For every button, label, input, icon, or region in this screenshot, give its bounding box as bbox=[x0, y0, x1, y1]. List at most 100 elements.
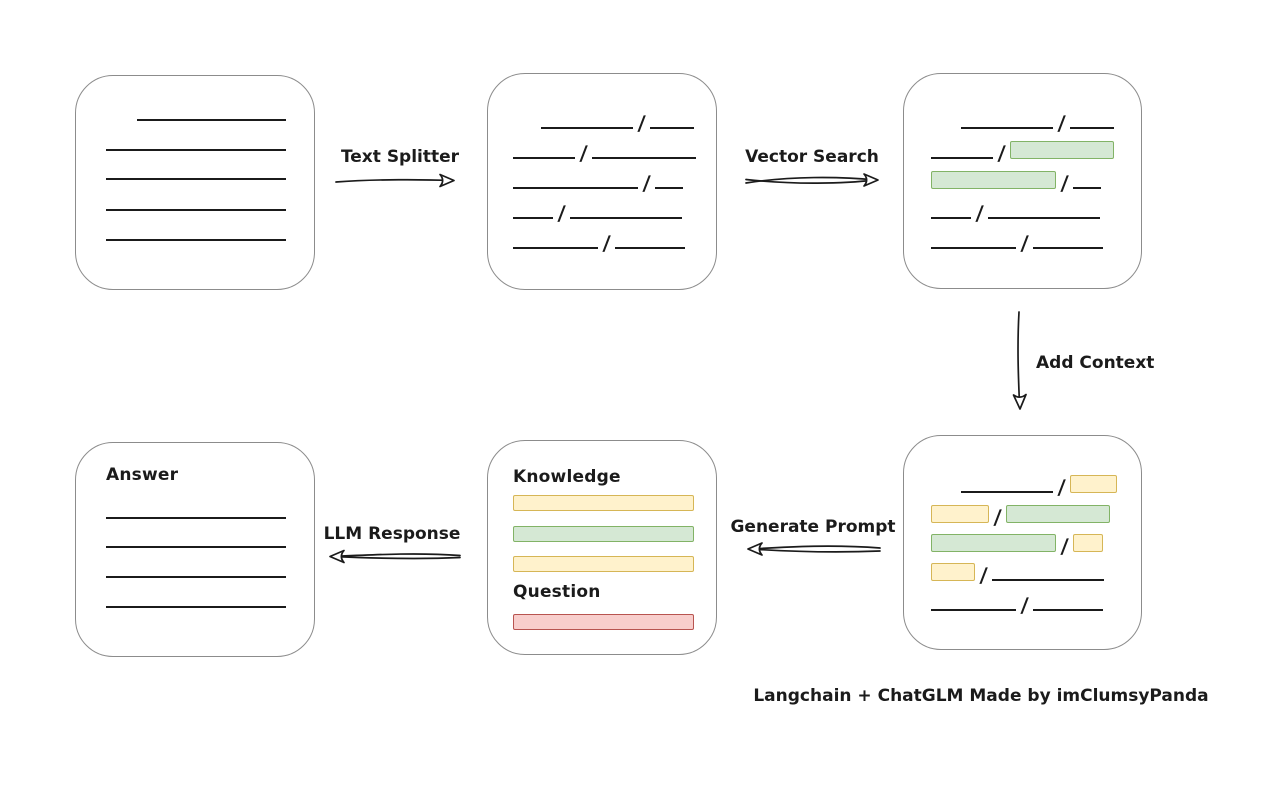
text-chunks-box: ///// bbox=[487, 73, 717, 290]
text-line bbox=[1073, 187, 1102, 189]
text-row: / bbox=[513, 103, 695, 135]
text-row: / bbox=[513, 133, 697, 165]
text-row: Question bbox=[513, 576, 601, 602]
green-highlight-chip bbox=[513, 526, 694, 542]
text-line bbox=[931, 609, 1016, 611]
slash-separator: / bbox=[1060, 171, 1070, 195]
text-row: / bbox=[931, 467, 1118, 499]
text-line bbox=[541, 127, 633, 129]
yellow-highlight-chip bbox=[513, 556, 694, 572]
caption-text: Langchain + ChatGLM Made by imClumsyPand… bbox=[753, 686, 1209, 706]
vector-search-arrow bbox=[745, 173, 879, 187]
llm-response-label: LLM Response bbox=[323, 524, 461, 544]
text-line bbox=[650, 127, 695, 129]
text-line bbox=[992, 579, 1105, 581]
text-line bbox=[592, 157, 697, 159]
text-row bbox=[106, 582, 286, 608]
text-row bbox=[106, 493, 286, 519]
slash-separator: / bbox=[979, 563, 989, 587]
yellow-highlight-chip bbox=[1070, 475, 1118, 493]
add-context-arrow bbox=[1012, 311, 1027, 410]
text-row: / bbox=[931, 163, 1102, 195]
text-row bbox=[106, 215, 286, 241]
red-highlight-chip bbox=[513, 614, 694, 630]
box-title: Question bbox=[513, 581, 601, 602]
text-row bbox=[513, 546, 694, 572]
text-line bbox=[513, 217, 553, 219]
text-row: / bbox=[931, 193, 1101, 225]
text-row: Answer bbox=[106, 459, 178, 485]
text-splitter-arrow bbox=[335, 173, 455, 188]
text-line bbox=[931, 247, 1016, 249]
text-row: / bbox=[513, 163, 684, 195]
text-row bbox=[513, 485, 694, 511]
text-row bbox=[106, 185, 286, 211]
text-line bbox=[1033, 247, 1104, 249]
green-highlight-chip bbox=[931, 534, 1056, 552]
text-row bbox=[106, 95, 286, 121]
text-row bbox=[106, 154, 286, 180]
text-line bbox=[615, 247, 686, 249]
text-line bbox=[570, 217, 683, 219]
answer-box: Answer bbox=[75, 442, 315, 657]
box-title: Answer bbox=[106, 464, 179, 485]
context-box: / / / / / bbox=[903, 435, 1142, 650]
text-line bbox=[106, 178, 286, 180]
text-line bbox=[106, 606, 286, 608]
generate-prompt-arrow bbox=[747, 542, 881, 556]
document-box bbox=[75, 75, 315, 290]
slash-separator: / bbox=[602, 231, 612, 255]
text-row bbox=[106, 522, 286, 548]
box-title: Knowledge bbox=[513, 466, 621, 487]
text-line bbox=[513, 187, 638, 189]
yellow-highlight-chip bbox=[931, 505, 989, 523]
generate-prompt-label: Generate Prompt bbox=[730, 517, 896, 537]
slash-separator: / bbox=[997, 141, 1007, 165]
text-row: / bbox=[931, 526, 1104, 558]
text-line bbox=[106, 546, 286, 548]
text-row: / bbox=[931, 133, 1115, 165]
text-splitter-label: Text Splitter bbox=[340, 147, 460, 167]
text-line bbox=[1033, 609, 1104, 611]
slash-separator: / bbox=[1020, 593, 1030, 617]
text-line bbox=[961, 127, 1053, 129]
add-context-label: Add Context bbox=[1036, 353, 1155, 373]
yellow-highlight-chip bbox=[931, 563, 975, 581]
text-line bbox=[931, 217, 971, 219]
text-line bbox=[106, 576, 286, 578]
slash-separator: / bbox=[1057, 111, 1067, 135]
text-line bbox=[1070, 127, 1115, 129]
text-line bbox=[106, 517, 286, 519]
text-row: / bbox=[931, 555, 1105, 587]
vector-matches-box: / / / / / bbox=[903, 73, 1142, 289]
text-line bbox=[106, 209, 286, 211]
text-line bbox=[106, 149, 286, 151]
llm-response-arrow bbox=[329, 549, 461, 564]
slash-separator: / bbox=[637, 111, 647, 135]
green-highlight-chip bbox=[931, 171, 1056, 189]
slash-separator: / bbox=[1057, 475, 1067, 499]
vector-search-label: Vector Search bbox=[745, 147, 879, 167]
yellow-highlight-chip bbox=[513, 495, 694, 511]
yellow-highlight-chip bbox=[1073, 534, 1104, 552]
slash-separator: / bbox=[1060, 534, 1070, 558]
text-row bbox=[513, 516, 694, 542]
text-row bbox=[106, 552, 286, 578]
text-row bbox=[106, 125, 286, 151]
text-row bbox=[513, 604, 694, 630]
text-row: / bbox=[931, 497, 1111, 529]
text-row: / bbox=[931, 223, 1104, 255]
slash-separator: / bbox=[993, 505, 1003, 529]
text-row: / bbox=[931, 103, 1115, 135]
slash-separator: / bbox=[1020, 231, 1030, 255]
green-highlight-chip bbox=[1006, 505, 1111, 523]
green-highlight-chip bbox=[1010, 141, 1115, 159]
text-line bbox=[106, 239, 286, 241]
text-row: / bbox=[513, 223, 686, 255]
text-line bbox=[988, 217, 1101, 219]
slash-separator: / bbox=[557, 201, 567, 225]
text-row: / bbox=[513, 193, 683, 225]
slash-separator: / bbox=[975, 201, 985, 225]
